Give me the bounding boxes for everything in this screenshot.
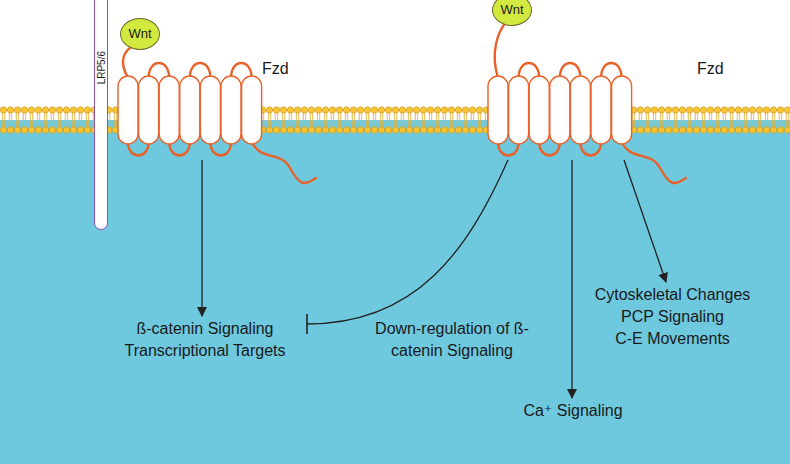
coreceptor-label: LRP5/6: [96, 51, 107, 84]
receptor-label: Fzd: [697, 58, 724, 80]
pathway-text: Cytoskeletal ChangesPCP SignalingC-E Mov…: [575, 284, 770, 354]
pathway-label: Ca⁺ Signaling: [523, 400, 622, 422]
pathway-label: Cytoskeletal Changes: [595, 284, 751, 306]
ligand-label: Wnt: [128, 27, 151, 41]
receptor-area: Fzd: [485, 70, 635, 158]
inhibition-line: [307, 160, 508, 324]
transmembrane-helices: [118, 76, 632, 144]
pathway-label: PCP Signaling: [621, 306, 724, 328]
signal-arrow: [201, 160, 202, 316]
ligand-ellipse: Wnt: [492, 0, 532, 26]
pathway-label: C-E Movements: [615, 328, 730, 350]
signal-arrow: [624, 160, 666, 282]
coreceptor-rod: LRP5/6: [94, 0, 108, 230]
receptor-area: Fzd: [115, 70, 265, 158]
receptor-label: Fzd: [262, 58, 289, 80]
ligand-label: Wnt: [500, 3, 523, 17]
cytoplasm: [0, 120, 790, 464]
pathway-label: ß-catenin Signaling Transcriptional Targ…: [105, 318, 305, 362]
receptor-loops: [123, 22, 686, 183]
ligand-ellipse: Wnt: [120, 18, 160, 50]
pathway-text: ß-catenin Signaling Transcriptional Targ…: [105, 318, 305, 366]
pathway-text: Ca⁺ Signaling: [505, 400, 641, 424]
edge-label: Down-regulation of ß-catenin Signaling: [367, 318, 537, 362]
signal-arrow: [571, 160, 572, 398]
